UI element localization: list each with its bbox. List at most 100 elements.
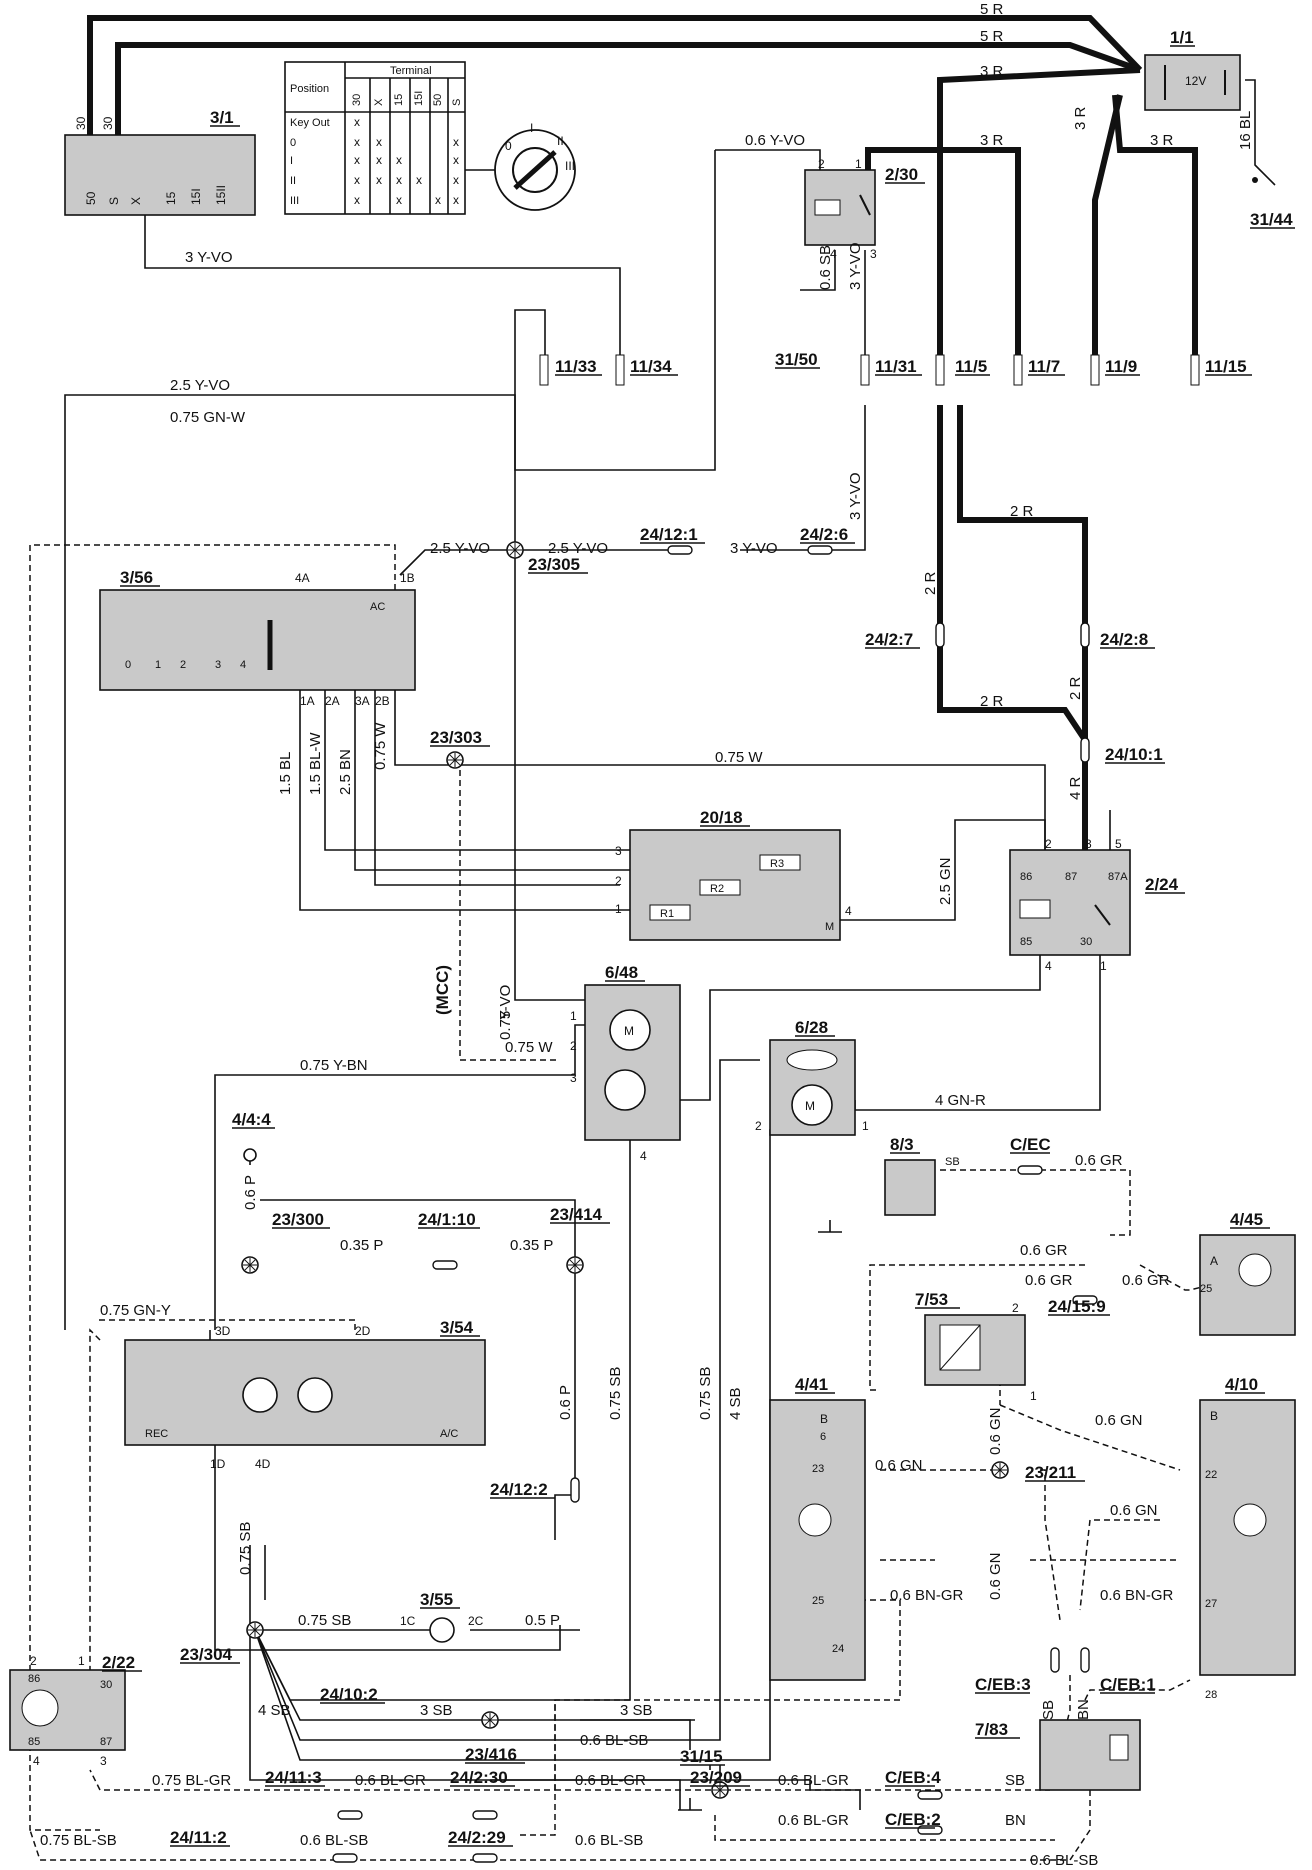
svg-text:87: 87 bbox=[1065, 871, 1077, 883]
svg-text:4 GN-R: 4 GN-R bbox=[935, 1092, 986, 1109]
svg-text:I: I bbox=[530, 121, 533, 135]
svg-text:22: 22 bbox=[1205, 1469, 1217, 1481]
svg-text:0.6 SB: 0.6 SB bbox=[817, 245, 834, 290]
svg-text:3 R: 3 R bbox=[1072, 106, 1089, 130]
svg-text:3A: 3A bbox=[355, 694, 370, 708]
svg-text:0.6 GN: 0.6 GN bbox=[1095, 1412, 1143, 1429]
svg-text:30: 30 bbox=[1080, 936, 1092, 948]
svg-text:0.6 GN: 0.6 GN bbox=[875, 1457, 923, 1474]
inline-connector bbox=[917, 1790, 943, 1800]
svg-text:0: 0 bbox=[125, 659, 131, 671]
svg-text:24/2:29: 24/2:29 bbox=[448, 1828, 506, 1847]
svg-text:0.75 BL-GR: 0.75 BL-GR bbox=[152, 1772, 231, 1789]
table-x-mark: x bbox=[396, 193, 402, 207]
svg-text:11/33: 11/33 bbox=[555, 357, 597, 376]
lamp-3-55: 3/55 1C 2C bbox=[400, 1590, 484, 1643]
relay-2-24: 2/24 86 87 87A 85 30 2 3 5 4 1 bbox=[1009, 837, 1185, 973]
svg-text:C/EB:1: C/EB:1 bbox=[1100, 1675, 1156, 1694]
svg-text:1B: 1B bbox=[400, 571, 415, 585]
table-row-3: III bbox=[290, 195, 299, 207]
connectors bbox=[243, 545, 1098, 1863]
svg-text:24/12:1: 24/12:1 bbox=[640, 525, 698, 544]
svg-text:3/56: 3/56 bbox=[120, 568, 153, 587]
inline-connector bbox=[472, 1853, 498, 1863]
svg-text:Y-VO: Y-VO bbox=[497, 985, 514, 1020]
svg-text:C/EC: C/EC bbox=[1010, 1135, 1051, 1154]
svg-text:2C: 2C bbox=[468, 1614, 484, 1628]
svg-text:3: 3 bbox=[1085, 837, 1092, 851]
splice-point bbox=[241, 1256, 259, 1274]
svg-text:4: 4 bbox=[1045, 959, 1052, 973]
inline-connector bbox=[1050, 1647, 1060, 1673]
svg-text:5 R: 5 R bbox=[980, 1, 1004, 18]
table-position-header: Position bbox=[290, 83, 329, 95]
svg-text:2/24: 2/24 bbox=[1145, 875, 1179, 894]
svg-text:0.5 P: 0.5 P bbox=[525, 1612, 560, 1629]
splice-point bbox=[566, 1256, 584, 1274]
table-row-key-out: Key Out bbox=[290, 117, 330, 129]
svg-text:2.5 BN: 2.5 BN bbox=[337, 749, 354, 795]
svg-text:31/15: 31/15 bbox=[680, 1747, 723, 1766]
table-x-mark: x bbox=[376, 135, 382, 149]
svg-text:2/22: 2/22 bbox=[102, 1653, 135, 1672]
inline-connector bbox=[1072, 1295, 1098, 1305]
svg-text:11/31: 11/31 bbox=[875, 357, 917, 376]
blower-switch-3-56: 3/56 4A 1B 1A 2A 3A 2B AC 0 1 2 3 4 bbox=[99, 568, 416, 708]
svg-text:23/304: 23/304 bbox=[180, 1645, 233, 1664]
svg-text:0.6 BL-GR: 0.6 BL-GR bbox=[355, 1772, 426, 1789]
svg-text:2: 2 bbox=[570, 1039, 577, 1053]
svg-text:3: 3 bbox=[100, 1754, 107, 1768]
svg-text:4: 4 bbox=[640, 1149, 647, 1163]
svg-text:2.5 Y-VO: 2.5 Y-VO bbox=[430, 540, 490, 557]
recirc-motor-6-48: 6/48 M 1 2 3 4 bbox=[570, 963, 681, 1163]
table-x-mark: x bbox=[354, 115, 360, 129]
table-x-mark: x bbox=[453, 153, 459, 167]
svg-text:50: 50 bbox=[432, 94, 444, 106]
svg-text:1: 1 bbox=[570, 1009, 577, 1023]
svg-text:A: A bbox=[1210, 1254, 1218, 1268]
svg-text:0.6 BN-GR: 0.6 BN-GR bbox=[890, 1587, 964, 1604]
svg-text:24/2:7: 24/2:7 bbox=[865, 630, 913, 649]
sensor-8-3: 8/3 SB bbox=[884, 1135, 960, 1216]
svg-text:0.75 W: 0.75 W bbox=[372, 722, 389, 770]
svg-text:0.6 GR: 0.6 GR bbox=[1075, 1152, 1123, 1169]
svg-text:3 Y-VO: 3 Y-VO bbox=[185, 249, 233, 266]
svg-text:2A: 2A bbox=[325, 694, 340, 708]
svg-text:2/30: 2/30 bbox=[885, 165, 918, 184]
table-x-mark: x bbox=[453, 193, 459, 207]
svg-text:2: 2 bbox=[818, 157, 825, 171]
svg-text:0.6 GN: 0.6 GN bbox=[1110, 1502, 1158, 1519]
svg-text:B: B bbox=[820, 1412, 828, 1426]
svg-text:1.5 BL: 1.5 BL bbox=[277, 752, 294, 795]
svg-text:3 SB: 3 SB bbox=[420, 1702, 453, 1719]
svg-text:4A: 4A bbox=[295, 571, 310, 585]
svg-text:4 SB: 4 SB bbox=[258, 1702, 291, 1719]
svg-text:25: 25 bbox=[812, 1595, 824, 1607]
svg-text:11/5: 11/5 bbox=[955, 357, 987, 376]
svg-text:24/2:30: 24/2:30 bbox=[450, 1768, 508, 1787]
svg-text:5: 5 bbox=[1115, 837, 1122, 851]
inline-connector bbox=[807, 545, 833, 555]
svg-text:B: B bbox=[1210, 1409, 1218, 1423]
svg-text:23/414: 23/414 bbox=[550, 1205, 603, 1224]
svg-text:24/1:10: 24/1:10 bbox=[418, 1210, 476, 1229]
svg-text:A/C: A/C bbox=[440, 1428, 458, 1440]
svg-text:85: 85 bbox=[1020, 936, 1032, 948]
svg-text:2D: 2D bbox=[355, 1324, 371, 1338]
svg-text:0.75 GN-W: 0.75 GN-W bbox=[170, 409, 246, 426]
svg-text:86: 86 bbox=[1020, 871, 1032, 883]
svg-text:0.75 BL-SB: 0.75 BL-SB bbox=[40, 1832, 117, 1849]
svg-text:0.75 SB: 0.75 SB bbox=[237, 1522, 254, 1575]
svg-text:3: 3 bbox=[215, 659, 221, 671]
fuse-11-34: 11/34 bbox=[615, 354, 678, 386]
svg-text:4/4:4: 4/4:4 bbox=[232, 1110, 271, 1129]
dashed-wires bbox=[29, 544, 1211, 1861]
svg-text:3/55: 3/55 bbox=[420, 1590, 453, 1609]
svg-text:24/12:2: 24/12:2 bbox=[490, 1480, 548, 1499]
svg-text:1/1: 1/1 bbox=[1170, 28, 1194, 47]
table-x-mark: x bbox=[354, 193, 360, 207]
svg-text:1C: 1C bbox=[400, 1614, 416, 1628]
fuse-11-5: 11/5 bbox=[935, 354, 990, 386]
svg-text:24/2:6: 24/2:6 bbox=[800, 525, 848, 544]
